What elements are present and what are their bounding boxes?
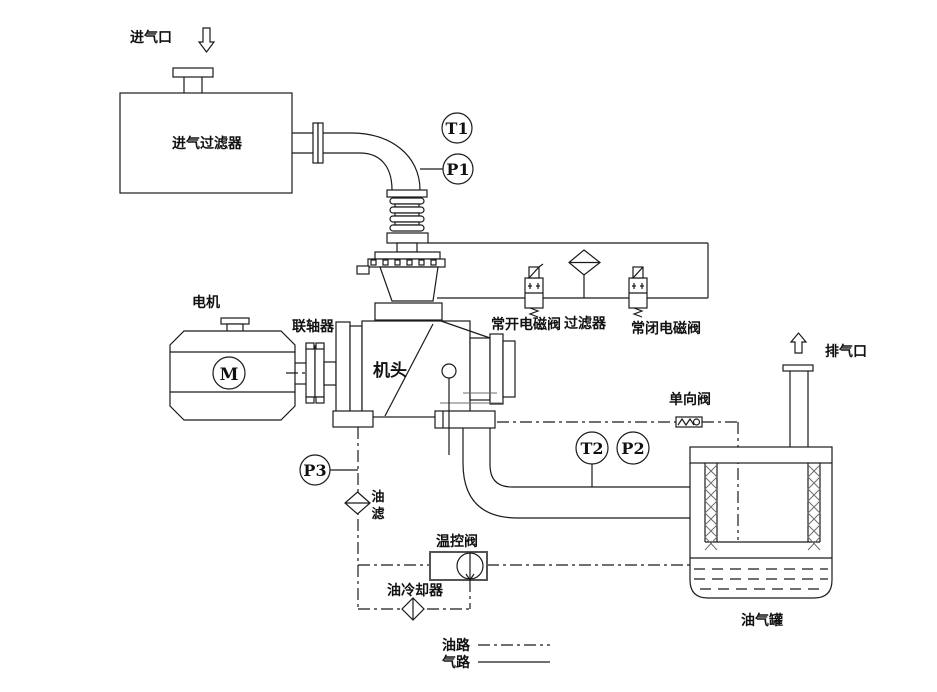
bellows-ring [389, 206, 425, 214]
oil-gas-tank-label: 油气罐 [741, 612, 783, 628]
air-end-top-chamfer [440, 320, 491, 339]
exhaust-port-label: 排气口 [825, 343, 867, 359]
sensor-p1: P1 [446, 160, 469, 179]
legend: 油路 气路 [441, 637, 550, 670]
sensor-p3: P3 [303, 461, 326, 480]
control-filter-symbol [568, 249, 601, 298]
sensor-p1-circle [442, 153, 474, 185]
pipe-outer [462, 428, 690, 519]
motor-symbol-circle [212, 356, 246, 390]
air-end-diagonal [384, 323, 434, 417]
air-end-front-plate [335, 321, 351, 427]
exhaust-arrow-icon [789, 332, 808, 354]
oil-filter-label-1: 油 [371, 489, 384, 504]
air-end-bottom-flange-right [434, 410, 496, 429]
oil-gas-tank: 油气罐 [689, 446, 833, 628]
coupling-hub [323, 361, 337, 386]
normally-open-solenoid-valve [524, 263, 544, 318]
coupling: 联轴器 [286, 318, 352, 404]
control-gas-loop: 常开电磁阀 过滤器 常闭电磁阀 [428, 242, 709, 336]
bellows-ring [389, 224, 425, 232]
filter-cap-plate [172, 67, 214, 78]
probe-port [441, 363, 457, 379]
pipe-flange [312, 122, 319, 164]
normally-closed-solenoid-label: 常闭电磁阀 [631, 320, 701, 336]
discharge-neck [469, 337, 491, 401]
tank-shell [689, 463, 833, 599]
thermostat-valve-label: 温控阀 [436, 533, 478, 549]
motor-letter: M [220, 365, 239, 385]
bolt-row [370, 259, 437, 266]
oil-filter-label-2: 滤 [371, 506, 384, 521]
tank-lid [689, 446, 833, 464]
inlet-valve-neck [396, 242, 418, 253]
check-valve-symbol [675, 416, 703, 428]
intake-section: 进气口 进气过滤器 [119, 27, 421, 194]
air-end-bottom-flange-left [332, 410, 374, 428]
head-inlet-flange [374, 302, 443, 321]
motor: 电机 M [169, 294, 296, 421]
inlet-valve-plate [374, 251, 441, 260]
discharge-pipe [462, 428, 690, 519]
separator-hatch [807, 464, 821, 551]
elbow-outer [351, 132, 421, 191]
oil-cooler-symbol [401, 597, 425, 621]
spring-icon [632, 307, 644, 318]
sensor-p3-circle [299, 454, 331, 486]
air-end-label: 机头 [373, 360, 407, 380]
oil-circuit: P3 油 滤 温控阀 油冷却器 [299, 427, 690, 621]
bellows-ring [389, 215, 425, 223]
sensor-p2-circle [616, 431, 650, 465]
coupling-label: 联轴器 [292, 318, 335, 334]
air-end: 机头 [332, 320, 516, 455]
sensor-t1: T1 [445, 119, 468, 138]
inlet-valve-port [356, 265, 370, 275]
intake-filter-box [119, 92, 293, 194]
sensor-t1-circle [441, 112, 473, 144]
intake-filter-label: 进气过滤器 [172, 135, 243, 151]
legend-oil-label: 油路 [442, 637, 471, 653]
motor-label: 电机 [192, 294, 220, 310]
oil-cooler-label: 油冷却器 [387, 582, 444, 598]
bellows-ring [389, 197, 425, 205]
normally-open-solenoid-label: 常开电磁阀 [491, 316, 561, 332]
discharge-sensors: T2 P2 [575, 431, 650, 487]
pipe-inner [489, 428, 690, 488]
oil-filter-symbol [344, 491, 371, 515]
air-inlet-arrow-icon [197, 27, 216, 53]
spring-icon [528, 307, 540, 318]
sensor-p2: P2 [621, 439, 644, 458]
discharge-flange-outer [502, 340, 516, 398]
inlet-valve-body [379, 266, 439, 302]
motor-cap [220, 317, 250, 325]
sensor-t2: T2 [580, 439, 603, 458]
exhaust-section: 排气口 [782, 332, 867, 447]
scavenge-line: 单向阀 [497, 391, 739, 540]
inlet-sensors: T1 P1 [420, 112, 474, 185]
thermostat-valve-symbol [429, 551, 488, 581]
air-end-front-plate [349, 325, 363, 423]
control-filter-label: 过滤器 [564, 315, 607, 331]
coupling-disc [314, 345, 325, 398]
normally-closed-solenoid-valve [628, 266, 648, 318]
elbow-inner [359, 152, 393, 191]
bellows-flange-top [386, 189, 428, 198]
separator-hatch [704, 464, 718, 551]
bellows-inlet-valve [356, 189, 446, 321]
air-inlet-label: 进气口 [130, 29, 172, 45]
check-valve-label: 单向阀 [669, 391, 711, 407]
bellows-flange-bottom [386, 232, 429, 244]
exhaust-pipe-flange [782, 364, 814, 372]
legend-gas-label: 气路 [441, 654, 471, 670]
pipe-flange [317, 122, 324, 164]
coupling-disc [305, 345, 316, 398]
sensor-t2-circle [575, 431, 609, 465]
